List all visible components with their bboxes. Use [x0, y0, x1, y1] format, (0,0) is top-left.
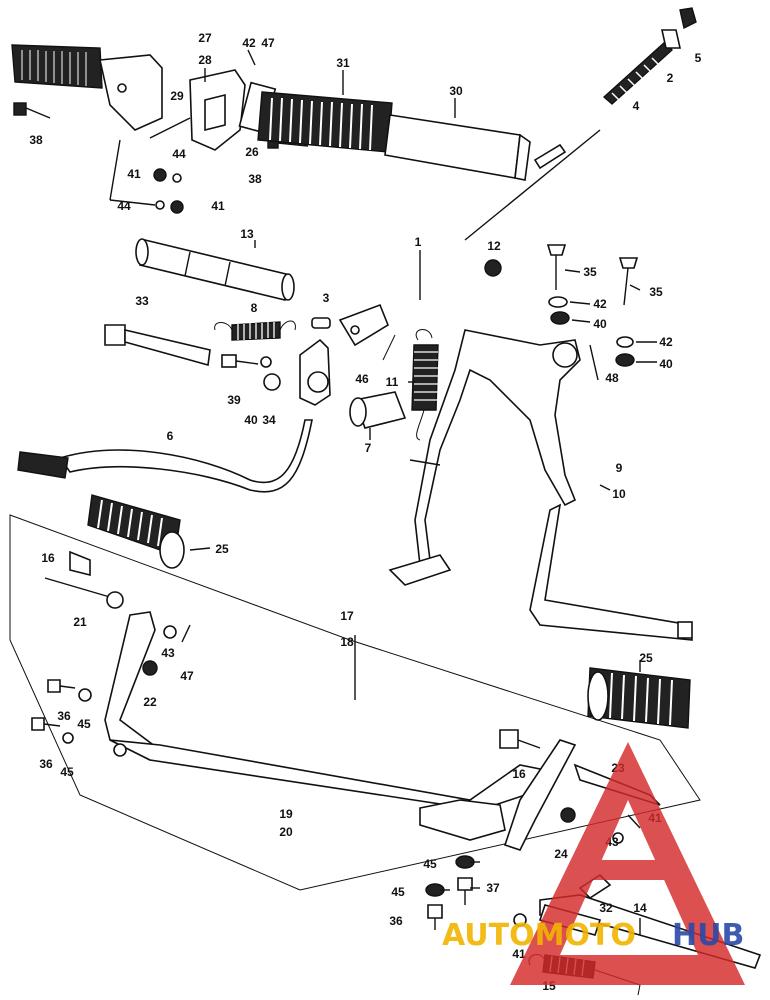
callout-24: 24 [554, 847, 568, 861]
callout-30: 30 [449, 84, 463, 98]
callout-10: 10 [612, 487, 626, 501]
callout-21: 21 [73, 615, 87, 629]
callout-19: 19 [279, 807, 293, 821]
callout-3: 3 [323, 291, 330, 305]
callout-26: 26 [245, 145, 259, 159]
callout-41a: 41 [127, 167, 141, 181]
callout-38b: 38 [248, 172, 262, 186]
callout-14: 14 [633, 901, 647, 915]
bottom-outline [9, 514, 701, 891]
callout-47b: 47 [180, 669, 194, 683]
footrest-nuts [109, 139, 184, 214]
rubber-sleeve-13 [135, 238, 295, 301]
callout-47a: 47 [261, 36, 275, 50]
brake-rod-top [464, 7, 697, 241]
callout-2: 2 [667, 71, 674, 85]
callout-40b: 40 [659, 357, 673, 371]
triangle-logo-icon [510, 742, 745, 985]
footrest-bracket [149, 69, 277, 151]
callout-17: 17 [340, 609, 354, 623]
callout-25b: 25 [639, 651, 653, 665]
callout-33: 33 [135, 294, 149, 308]
callout-13: 13 [240, 227, 254, 241]
callout-27: 27 [198, 31, 212, 45]
callout-48: 48 [605, 371, 619, 385]
callout-42a: 42 [242, 36, 256, 50]
callout-46: 46 [355, 372, 369, 386]
callout-31: 31 [336, 56, 350, 70]
bolts-35 [546, 244, 639, 306]
callout-22: 22 [143, 695, 157, 709]
callout-45a: 45 [77, 717, 91, 731]
callout-40a: 40 [593, 317, 607, 331]
leader-lines [189, 49, 657, 935]
callout-20: 20 [279, 825, 293, 839]
clevis-46 [338, 303, 396, 361]
watermark-left-text: AUTOMOTO [442, 918, 636, 953]
callout-6: 6 [167, 429, 174, 443]
callout-36c: 36 [389, 914, 403, 928]
callout-labels: 1 2 3 4 5 6 7 8 9 10 11 12 13 14 15 16 1… [29, 31, 701, 993]
callout-12: 12 [487, 239, 501, 253]
callout-38a: 38 [29, 133, 43, 147]
brake-pedal-frame [104, 611, 577, 851]
pin-3 [311, 317, 331, 329]
callout-11: 11 [386, 375, 399, 389]
callout-42b: 42 [593, 297, 607, 311]
stand-washers [484, 259, 635, 381]
callout-28: 28 [198, 53, 212, 67]
callout-18: 18 [340, 635, 354, 649]
callout-29: 29 [170, 89, 184, 103]
callout-36b: 36 [39, 757, 53, 771]
callout-44b: 44 [117, 199, 131, 213]
rear-footrest-25b [587, 667, 691, 729]
callout-43a: 43 [161, 646, 175, 660]
rear-footrest-left [11, 44, 163, 131]
callout-36a: 36 [57, 709, 71, 723]
bolt-39-washers [221, 354, 281, 391]
pedal-arm-6 [17, 338, 331, 493]
callout-16b: 16 [512, 767, 526, 781]
callout-8: 8 [251, 301, 258, 315]
callout-44a: 44 [172, 147, 186, 161]
callout-4: 4 [633, 99, 640, 113]
callout-40c: 40 [244, 413, 258, 427]
watermark-right-text: HUB [672, 918, 744, 953]
pedal-parts-left [31, 550, 191, 744]
spring-11 [411, 329, 439, 441]
footrest-bar-30 [384, 114, 531, 181]
bolt-38-left [13, 102, 51, 119]
callout-35a: 35 [583, 265, 597, 279]
callout-41b: 41 [211, 199, 225, 213]
callout-45b: 45 [60, 765, 74, 779]
callout-32: 32 [599, 901, 613, 915]
callout-5: 5 [695, 51, 702, 65]
watermark-text: AUTOMOTO HUB [442, 918, 744, 953]
callout-41d: 41 [512, 947, 526, 961]
callout-45c: 45 [423, 857, 437, 871]
callout-25a: 25 [215, 542, 229, 556]
callout-16a: 16 [41, 551, 55, 565]
callout-34: 34 [262, 413, 276, 427]
callout-42c: 42 [659, 335, 673, 349]
callout-7: 7 [365, 441, 372, 455]
bolt-33 [104, 324, 211, 367]
watermark-logo [510, 742, 745, 985]
spring-8 [214, 320, 296, 341]
callout-9: 9 [616, 461, 623, 475]
bushing-7 [349, 391, 407, 429]
callout-37: 37 [486, 881, 500, 895]
center-stand-9 [388, 329, 693, 641]
callout-1: 1 [415, 235, 422, 249]
callout-45d: 45 [391, 885, 405, 899]
callout-35b: 35 [649, 285, 663, 299]
callout-39: 39 [227, 393, 241, 407]
front-footrest-25 [87, 494, 185, 569]
